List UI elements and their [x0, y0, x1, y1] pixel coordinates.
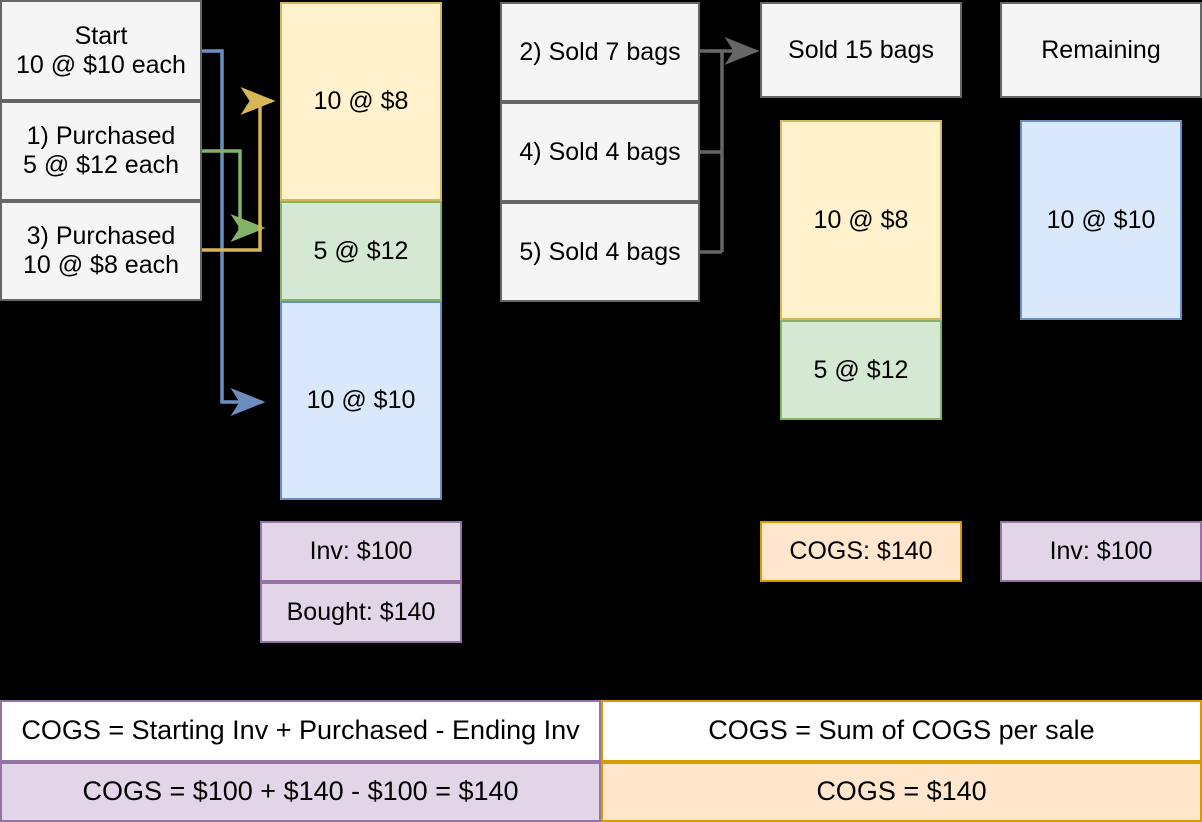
- connector-purchase1-to-green-layer: [202, 149, 266, 242]
- connector-purchase3-to-yellow-layer: [202, 87, 276, 252]
- formula-right-value[interactable]: COGS = $140: [601, 762, 1202, 822]
- sold-layer-yellow[interactable]: 10 @ $8: [780, 120, 942, 320]
- connector-sales-to-sold-summary: [700, 37, 760, 254]
- inventory-layer-blue[interactable]: 10 @ $10: [280, 301, 442, 500]
- inventory-total-inv[interactable]: Inv: $100: [260, 521, 462, 582]
- sale-box-4[interactable]: 4) Sold 4 bags: [500, 102, 700, 202]
- sold-layer-green[interactable]: 5 @ $12: [780, 320, 942, 420]
- event-box-start[interactable]: Start 10 @ $10 each: [0, 0, 202, 101]
- sale-box-5[interactable]: 5) Sold 4 bags: [500, 202, 700, 302]
- formula-left-value[interactable]: COGS = $100 + $140 - $100 = $140: [0, 762, 601, 822]
- sold-summary-box[interactable]: Sold 15 bags: [760, 2, 962, 98]
- sale-box-2[interactable]: 2) Sold 7 bags: [500, 2, 700, 102]
- inventory-total-bought[interactable]: Bought: $140: [260, 582, 462, 643]
- inventory-layer-green[interactable]: 5 @ $12: [280, 201, 442, 301]
- remaining-header-box[interactable]: Remaining: [1000, 2, 1202, 98]
- formula-left-header[interactable]: COGS = Starting Inv + Purchased - Ending…: [0, 700, 601, 762]
- cogs-total-box[interactable]: COGS: $140: [760, 521, 962, 582]
- event-box-purchase-3[interactable]: 3) Purchased 10 @ $8 each: [0, 201, 202, 301]
- remaining-layer-blue[interactable]: 10 @ $10: [1020, 120, 1182, 320]
- formula-right-header[interactable]: COGS = Sum of COGS per sale: [601, 700, 1202, 762]
- connector-start-to-blue-layer: [202, 49, 266, 416]
- event-box-purchase-1[interactable]: 1) Purchased 5 @ $12 each: [0, 101, 202, 201]
- remaining-total-inv[interactable]: Inv: $100: [1000, 521, 1202, 582]
- inventory-layer-yellow[interactable]: 10 @ $8: [280, 2, 442, 201]
